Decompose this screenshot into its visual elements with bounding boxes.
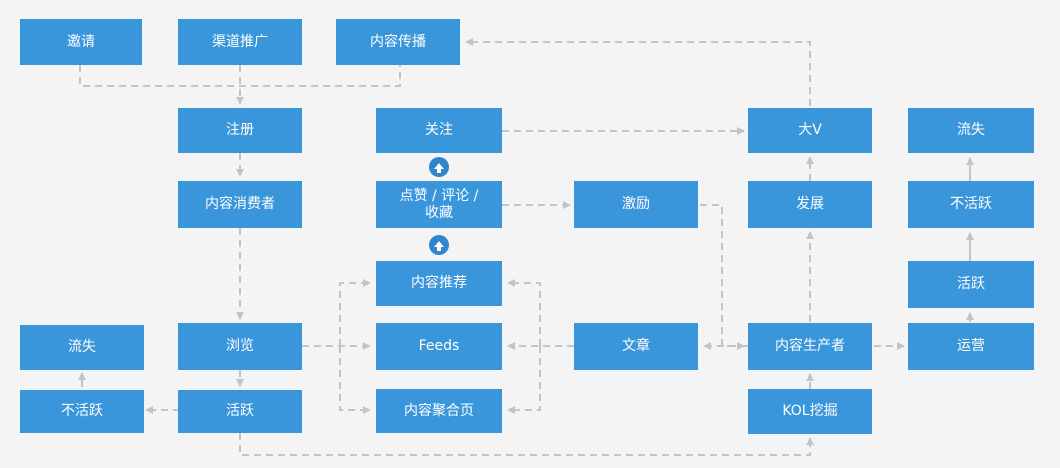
content-producer-node: 内容生产者 [748,323,872,370]
article-node: 文章 [574,323,698,370]
browse-node: 浏览 [178,323,302,370]
content-aggregate-node: 内容聚合页 [376,389,502,433]
edge-incentive-producer [700,204,745,350]
register-node: 注册 [178,108,302,153]
like-comment-fav-node: 点赞 / 评论 / 收藏 [376,181,502,228]
up-arrow-circle-icon [429,235,449,255]
up-arrow-circle-icon [429,157,449,177]
inactive-left-node: 不活跃 [20,390,144,433]
content-recommend-node: 内容推荐 [376,261,502,306]
edge-invite-merge [79,65,401,87]
edge-right-bracket [507,279,541,346]
active-right-node: 活跃 [908,261,1034,308]
big-v-node: 大V [748,108,872,153]
operate-node: 运营 [908,323,1034,370]
kol-mining-node: KOL挖掘 [748,389,872,434]
active-left-node: 活跃 [178,390,302,433]
edge-left-bracket-bottom [339,346,371,414]
edge-active-kol [239,433,814,456]
edge-bigv-spread [465,38,811,106]
invite-node: 邀请 [20,19,142,65]
content-spread-node: 内容传播 [336,19,460,65]
follow-node: 关注 [376,108,502,153]
incentive-node: 激励 [574,181,698,228]
channel-promo-node: 渠道推广 [178,19,302,65]
edge-right-bracket-bottom [507,346,541,414]
content-consumer-node: 内容消费者 [178,181,302,228]
feeds-node: Feeds [376,323,502,370]
inactive-right-node: 不活跃 [908,181,1034,228]
develop-node: 发展 [748,181,872,228]
churn-right-node: 流失 [908,108,1034,153]
edge-left-bracket [339,279,371,346]
churn-left-node: 流失 [20,325,144,370]
